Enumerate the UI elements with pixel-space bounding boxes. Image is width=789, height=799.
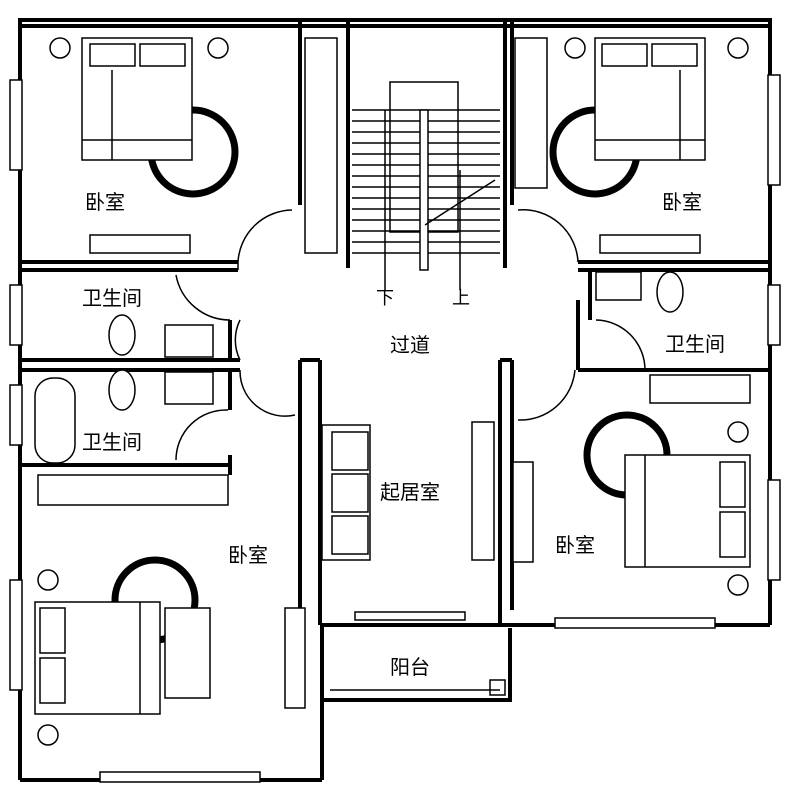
stair-label-up: 上 (452, 288, 470, 309)
tv-cabinets (89, 234, 701, 709)
bath-fixtures (34, 271, 684, 464)
room-label-bedroom-bottom-right: 卧室 (555, 533, 595, 557)
room-label-balcony: 阳台 (390, 655, 430, 679)
stair-label-down: 下 (376, 288, 394, 309)
room-label-bedroom-top-right: 卧室 (662, 190, 702, 214)
room-label-bedroom-bottom-left: 卧室 (228, 543, 268, 567)
room-label-corridor: 过道 (390, 333, 430, 357)
room-label-bath-right: 卫生间 (665, 332, 725, 356)
room-label-bedroom-top-left: 卧室 (85, 190, 125, 214)
room-label-bath-left-lower: 卫生间 (82, 430, 142, 454)
room-label-living-room: 起居室 (380, 480, 440, 504)
room-label-bath-left-upper: 卫生间 (82, 286, 142, 310)
nightstands (37, 37, 749, 746)
staircase[interactable] (352, 81, 500, 290)
beds (34, 37, 751, 715)
sofa (321, 424, 371, 561)
wardrobes (37, 37, 751, 506)
walls (9, 18, 781, 783)
